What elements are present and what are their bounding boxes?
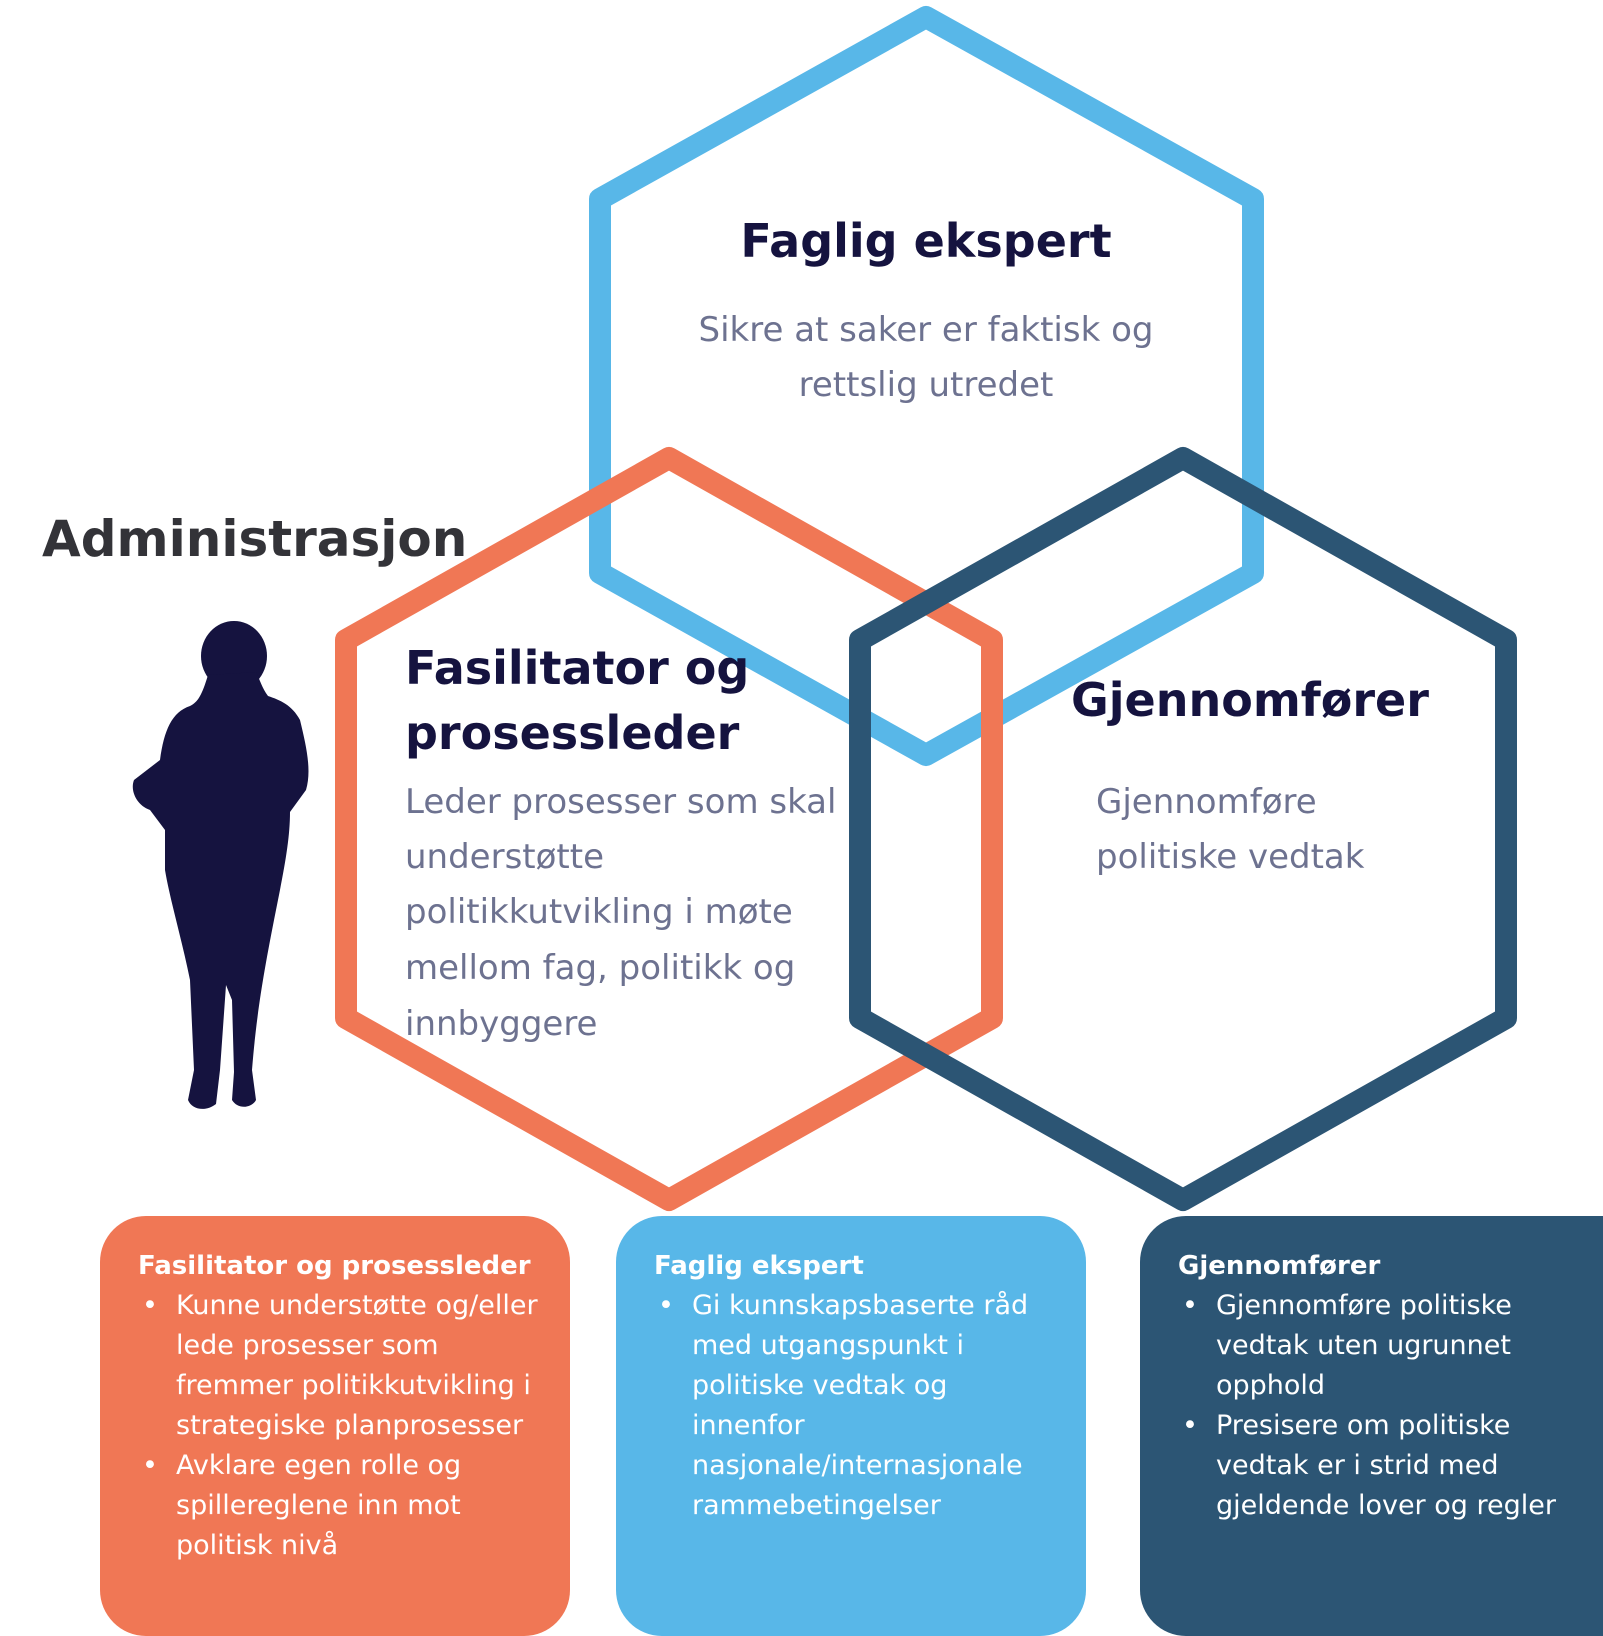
faglig-hex-title: Faglig ekspert: [740, 214, 1111, 268]
card-gjennomforer-bullet: Presisere om politiske vedtak er i strid…: [1178, 1406, 1579, 1526]
fasilitator-hex-desc-line-1: Leder prosesser som skal: [405, 782, 836, 822]
gjennomforer-hex-desc-line-2: politiske vedtak: [1096, 837, 1365, 877]
card-gjennomforer-title: Gjennomfører: [1178, 1251, 1381, 1281]
card-fasilitator-bullet: Avklare egen rolle og spillereglene inn …: [138, 1446, 546, 1566]
card-fasilitator-title: Fasilitator og prosessleder: [138, 1251, 531, 1281]
faglig-hex-desc-line-1: Sikre at saker er faktisk og: [699, 310, 1154, 350]
card-fasilitator-list: Kunne understøtte og/eller lede prosesse…: [138, 1286, 546, 1566]
card-faglig-title: Faglig ekspert: [654, 1251, 864, 1281]
card-faglig-list: Gi kunnskapsbaserte råd med utgangspunkt…: [654, 1286, 1062, 1526]
card-gjennomforer-list: Gjennomføre politiske vedtak uten ugrunn…: [1178, 1286, 1579, 1526]
card-gjennomforer: Gjennomfører Gjennomføre politiske vedta…: [1140, 1216, 1603, 1636]
card-gjennomforer-bullet: Gjennomføre politiske vedtak uten ugrunn…: [1178, 1286, 1579, 1406]
administrasjon-label: Administrasjon: [42, 510, 467, 568]
hexagon-fasilitator: [335, 447, 1003, 1211]
faglig-hex-desc-line-2: rettslig utredet: [799, 365, 1054, 405]
gjennomforer-hex-title: Gjennomfører: [1071, 673, 1429, 727]
fasilitator-hex-desc-line-5: innbyggere: [405, 1004, 597, 1044]
person-silhouette: [132, 621, 309, 1109]
hexagon-gjennomforer: [849, 447, 1517, 1211]
gjennomforer-hex-desc-line-1: Gjennomføre: [1096, 782, 1317, 822]
fasilitator-hex-desc-line-2: understøtte: [405, 837, 604, 877]
card-fasilitator-bullet: Kunne understøtte og/eller lede prosesse…: [138, 1286, 546, 1446]
hexagon-faglig-ekspert: [589, 6, 1264, 766]
card-fasilitator: Fasilitator og prosessleder Kunne unders…: [100, 1216, 570, 1636]
card-faglig: Faglig ekspert Gi kunnskapsbaserte råd m…: [616, 1216, 1086, 1636]
fasilitator-hex-desc-line-4: mellom fag, politikk og: [405, 948, 795, 988]
fasilitator-hex-title-line-2: prosessleder: [405, 706, 740, 760]
fasilitator-hex-desc-line-3: politikkutvikling i møte: [405, 892, 793, 932]
fasilitator-hex-title-line-1: Fasilitator og: [405, 641, 749, 695]
card-faglig-bullet: Gi kunnskapsbaserte råd med utgangspunkt…: [654, 1286, 1062, 1526]
